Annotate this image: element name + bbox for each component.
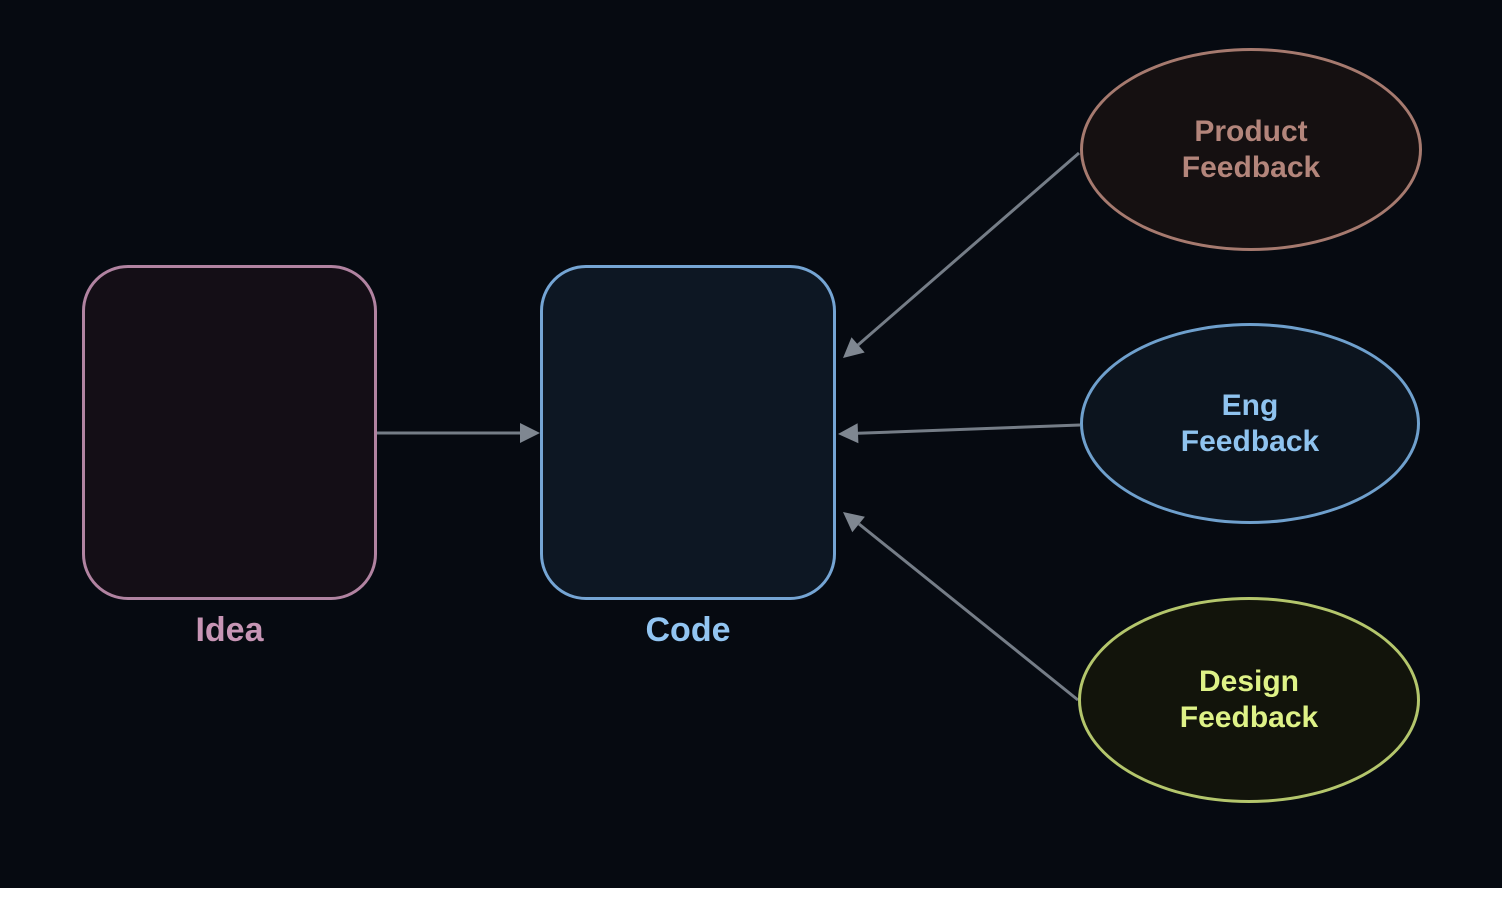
edge-eng-feedback-to-code: [838, 423, 1081, 444]
edge-arrowhead: [843, 512, 865, 533]
eng-feedback-node-shape[interactable]: [1080, 323, 1420, 524]
product-feedback-node-label: Product Feedback: [1181, 114, 1321, 184]
code-node-label: Code: [645, 611, 731, 649]
node-product-feedback: Product Feedback: [1080, 48, 1422, 251]
code-node-shape[interactable]: [540, 265, 836, 600]
bottom-strip: [0, 888, 1502, 914]
edges-layer: [377, 151, 1081, 702]
diagram-canvas: Idea Code Product Feedback Eng Feedback …: [0, 0, 1502, 888]
edge-arrowhead: [838, 423, 859, 444]
edge-line: [857, 151, 1080, 347]
eng-feedback-node-label: Eng Feedback: [1180, 388, 1320, 458]
edge-line: [857, 423, 1081, 435]
edge-line: [858, 522, 1079, 702]
idea-node-label: Idea: [195, 611, 264, 649]
edge-design-feedback-to-code: [843, 512, 1079, 702]
idea-node-shape[interactable]: [82, 265, 377, 600]
node-idea: Idea: [82, 265, 377, 649]
edge-idea-to-code: [377, 423, 540, 443]
edge-arrowhead: [520, 423, 540, 443]
design-feedback-node-label: Design Feedback: [1179, 665, 1319, 734]
product-feedback-node-shape[interactable]: [1080, 48, 1422, 251]
node-eng-feedback: Eng Feedback: [1080, 323, 1420, 524]
node-code: Code: [540, 265, 836, 649]
edge-arrowhead: [843, 337, 865, 358]
design-feedback-node-shape[interactable]: [1078, 597, 1420, 803]
edge-product-feedback-to-code: [843, 151, 1080, 358]
node-design-feedback: Design Feedback: [1078, 597, 1420, 803]
